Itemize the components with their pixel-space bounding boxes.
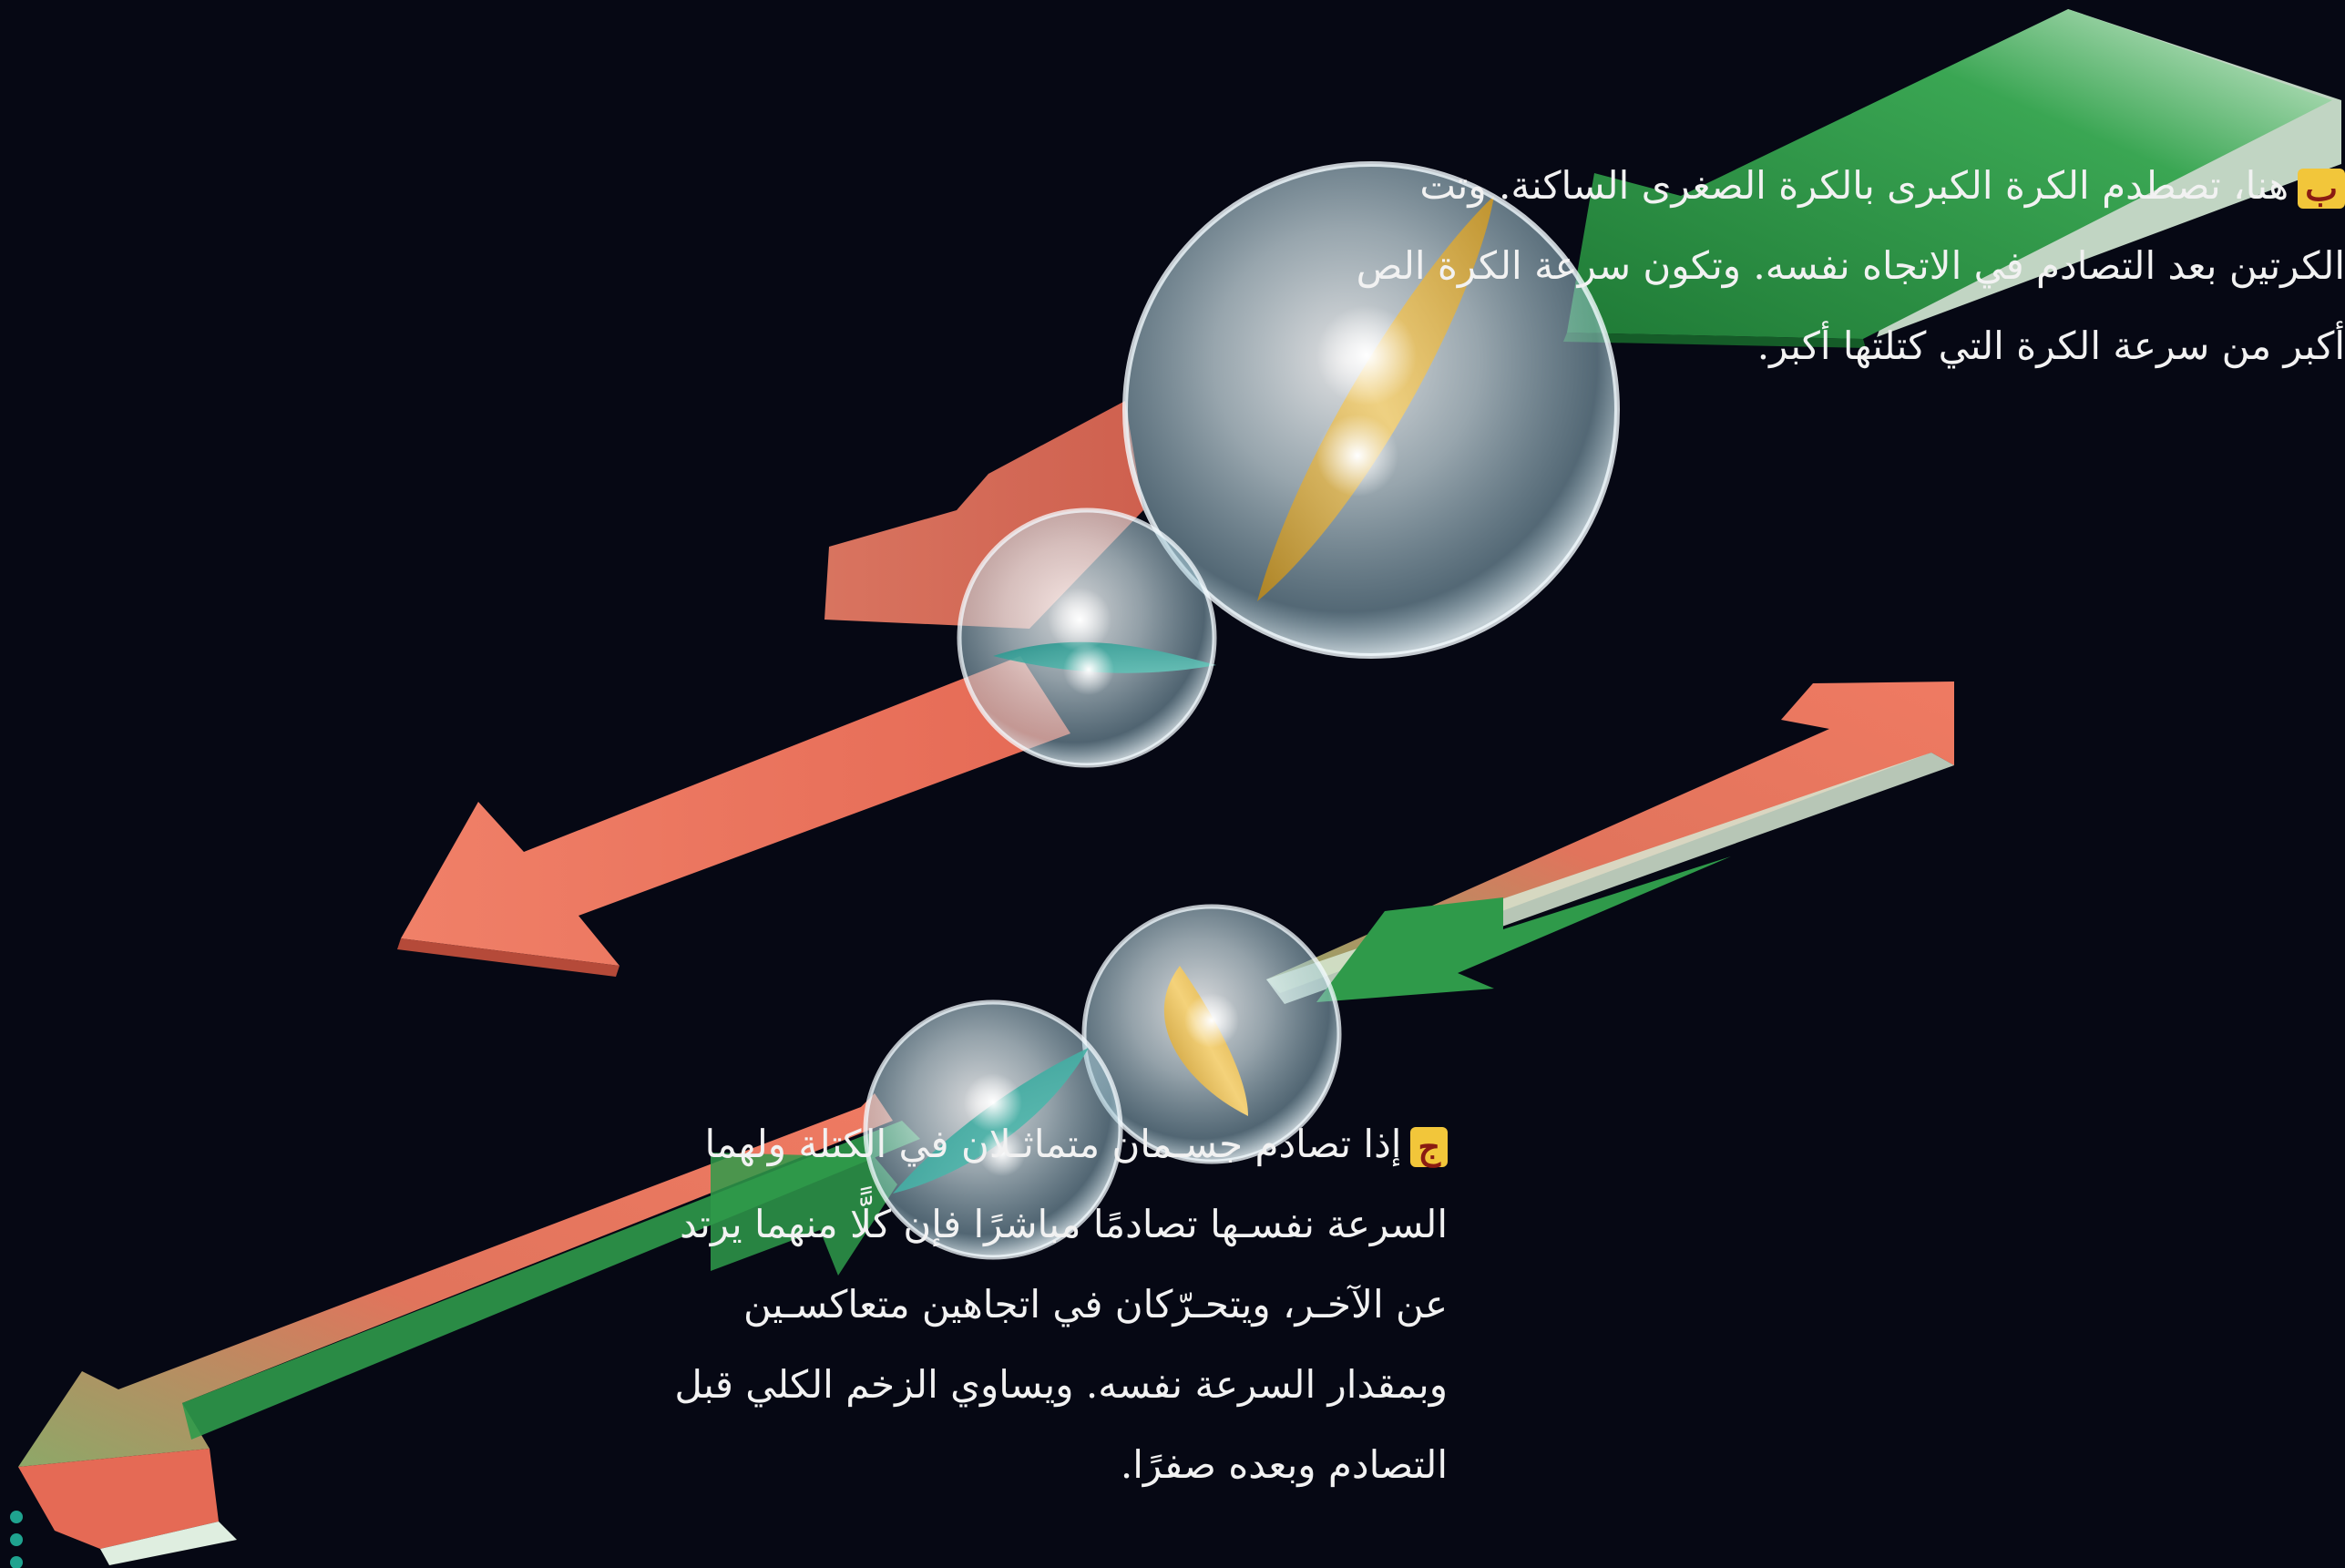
caption-b-line-1: بهنا، تصطدم الكرة الكبرى بالكرة الصغرى ا… bbox=[1006, 146, 2345, 226]
caption-b-badge: ب bbox=[2298, 169, 2345, 209]
caption-b: بهنا، تصطدم الكرة الكبرى بالكرة الصغرى ا… bbox=[1006, 146, 2345, 386]
caption-c-line-1: جإذا تصادم جسـمان متماثـلان في الكتلة ول… bbox=[674, 1104, 1448, 1184]
lower-right-green-arrow bbox=[1316, 856, 1731, 1002]
caption-b-text-1: هنا، تصطدم الكرة الكبرى بالكرة الصغرى ال… bbox=[1419, 163, 2289, 208]
caption-c: جإذا تصادم جسـمان متماثـلان في الكتلة ول… bbox=[674, 1104, 1448, 1505]
caption-c-line-3: عن الآخـر، ويتحـرّكان في اتجاهين متعاكسـ… bbox=[742, 1282, 1448, 1327]
corner-dots bbox=[10, 1511, 23, 1568]
large-sphere bbox=[1122, 161, 1620, 659]
small-sphere bbox=[957, 507, 1217, 768]
small-sphere-red-arrow bbox=[397, 656, 1070, 977]
caption-c-badge: ج bbox=[1410, 1127, 1448, 1167]
caption-b-line-2: الكرتين بعد التصادم في الاتجاه نفسه. وتك… bbox=[1356, 243, 2345, 288]
lower-left-green-arrow bbox=[711, 1153, 897, 1276]
right-equal-sphere bbox=[1081, 904, 1342, 1164]
caption-b-line-3: أكبر من سرعة الكرة التي كتلتها أكبر. bbox=[1756, 323, 2345, 368]
caption-c-line-4: وبمقدار السرعة نفسه. ويساوي الزخم الكلي … bbox=[674, 1362, 1448, 1407]
caption-c-text-1: إذا تصادم جسـمان متماثـلان في الكتلة وله… bbox=[704, 1122, 1402, 1166]
left-equal-sphere bbox=[863, 999, 1123, 1260]
caption-c-line-5: التصادم وبعده صفرًا. bbox=[1120, 1442, 1448, 1487]
caption-c-line-2: السرعة نفسـها تصادمًا مباشرًا فإن كلًّا … bbox=[680, 1202, 1448, 1246]
incoming-green-arrow bbox=[1563, 9, 2341, 348]
